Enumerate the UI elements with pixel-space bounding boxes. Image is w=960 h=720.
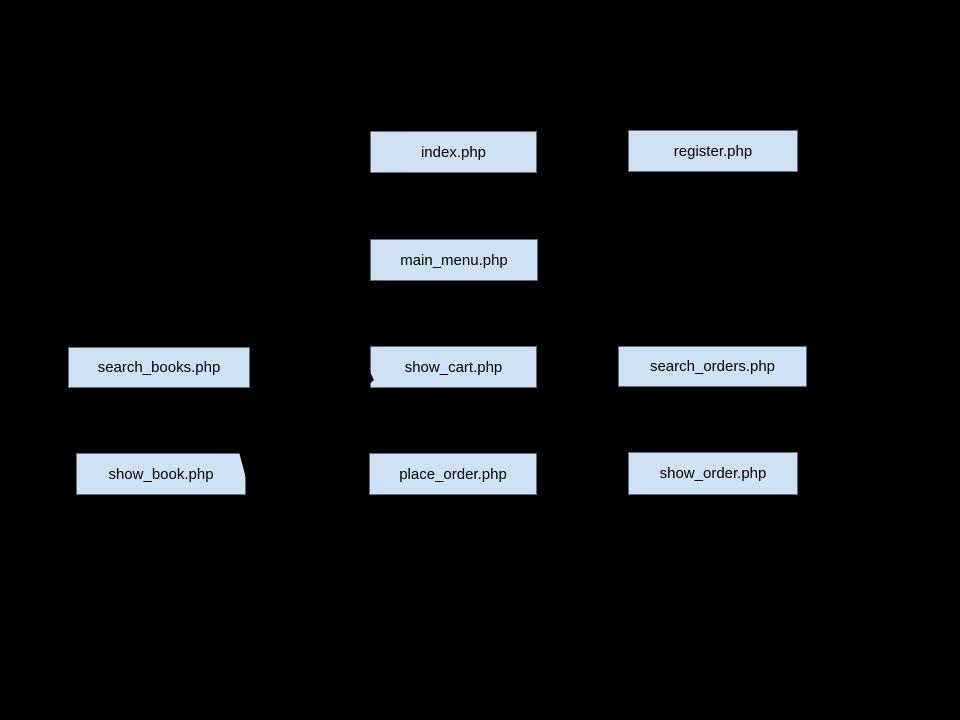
node-place-order-php: place_order.php	[369, 453, 537, 495]
node-show-book-php: show_book.php	[76, 453, 246, 495]
node-show-order-php: show_order.php	[628, 452, 798, 495]
node-main-menu-php: main_menu.php	[370, 239, 538, 281]
node-search-books-php: search_books.php	[68, 347, 250, 388]
node-index-php: index.php	[370, 131, 537, 173]
node-show-cart-php: show_cart.php	[370, 346, 537, 388]
node-search-orders-php: search_orders.php	[618, 346, 807, 387]
node-register-php: register.php	[628, 130, 798, 172]
